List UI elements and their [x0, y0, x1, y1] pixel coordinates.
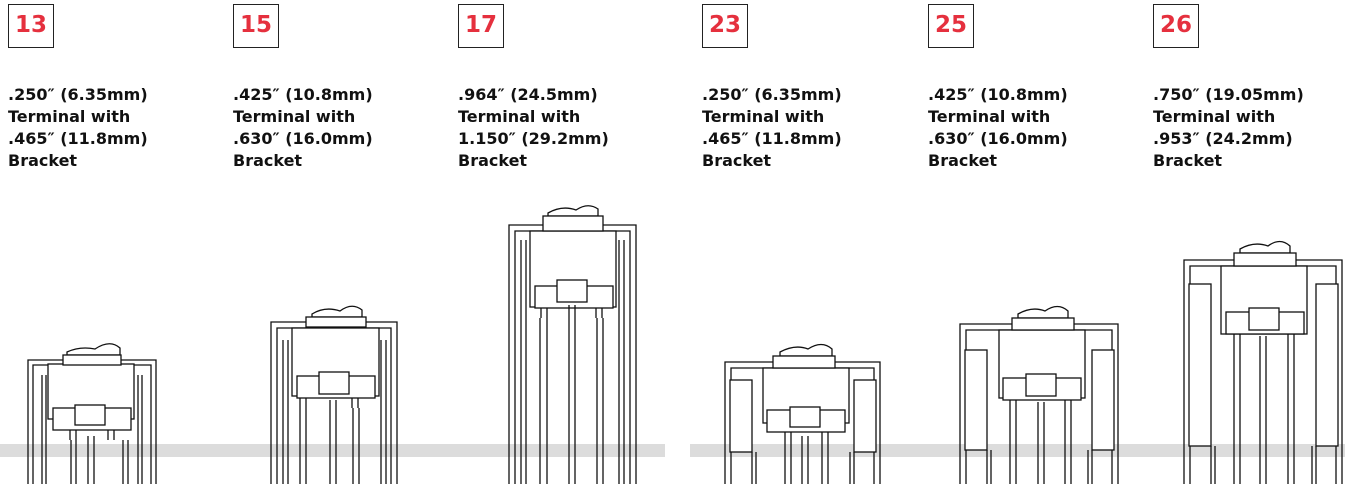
option-spec: .425″ (10.8mm) Terminal with .630″ (16.0…	[928, 84, 1068, 172]
switch-drawing-15	[270, 305, 398, 484]
terminal-size: .250″ (6.35mm)	[702, 85, 842, 104]
switch-drawing-23	[724, 343, 881, 484]
option-code-badge: 25	[928, 4, 974, 48]
switch-drawing-13	[27, 343, 157, 484]
option-spec: .250″ (6.35mm) Terminal with .465″ (11.8…	[702, 84, 842, 172]
terminal-with-label: Terminal with	[458, 107, 581, 126]
switch-drawing-17	[508, 205, 637, 484]
option-code-badge: 23	[702, 4, 748, 48]
terminal-size: .750″ (19.05mm)	[1153, 85, 1304, 104]
switch-option-25: 25 .425″ (10.8mm) Terminal with .630″ (1…	[928, 0, 1128, 484]
bracket-label: Bracket	[458, 151, 528, 170]
switch-option-26: 26 .750″ (19.05mm) Terminal with .953″ (…	[1153, 0, 1345, 484]
terminal-size: .250″ (6.35mm)	[8, 85, 148, 104]
bracket-label: Bracket	[8, 151, 78, 170]
option-spec: .250″ (6.35mm) Terminal with .465″ (11.8…	[8, 84, 148, 172]
switch-option-17: 17 .964″ (24.5mm) Terminal with 1.150″ (…	[458, 0, 658, 484]
bracket-label: Bracket	[702, 151, 772, 170]
bracket-size: .953″ (24.2mm)	[1153, 129, 1293, 148]
option-spec: .750″ (19.05mm) Terminal with .953″ (24.…	[1153, 84, 1304, 172]
switch-drawing-25	[959, 305, 1119, 484]
bracket-label: Bracket	[1153, 151, 1223, 170]
bracket-label: Bracket	[928, 151, 998, 170]
terminal-with-label: Terminal with	[928, 107, 1051, 126]
switch-option-23: 23 .250″ (6.35mm) Terminal with .465″ (1…	[702, 0, 902, 484]
bracket-size: .465″ (11.8mm)	[8, 129, 148, 148]
terminal-with-label: Terminal with	[8, 107, 131, 126]
bracket-size: 1.150″ (29.2mm)	[458, 129, 609, 148]
bracket-size: .465″ (11.8mm)	[702, 129, 842, 148]
switch-option-15: 15 .425″ (10.8mm) Terminal with .630″ (1…	[233, 0, 433, 484]
option-code-badge: 26	[1153, 4, 1199, 48]
baseline-bar-left	[0, 444, 665, 457]
terminal-with-label: Terminal with	[702, 107, 825, 126]
option-spec: .964″ (24.5mm) Terminal with 1.150″ (29.…	[458, 84, 609, 172]
bracket-size: .630″ (16.0mm)	[233, 129, 373, 148]
bracket-label: Bracket	[233, 151, 303, 170]
terminal-with-label: Terminal with	[1153, 107, 1276, 126]
option-code-badge: 15	[233, 4, 279, 48]
terminal-size: .425″ (10.8mm)	[233, 85, 373, 104]
bracket-size: .630″ (16.0mm)	[928, 129, 1068, 148]
terminal-size: .964″ (24.5mm)	[458, 85, 598, 104]
switch-option-13: 13 .250″ (6.35mm) Terminal with .465″ (1…	[8, 0, 208, 484]
switch-drawing-26	[1183, 240, 1343, 484]
option-code-badge: 17	[458, 4, 504, 48]
option-code-badge: 13	[8, 4, 54, 48]
terminal-with-label: Terminal with	[233, 107, 356, 126]
terminal-size: .425″ (10.8mm)	[928, 85, 1068, 104]
option-spec: .425″ (10.8mm) Terminal with .630″ (16.0…	[233, 84, 373, 172]
